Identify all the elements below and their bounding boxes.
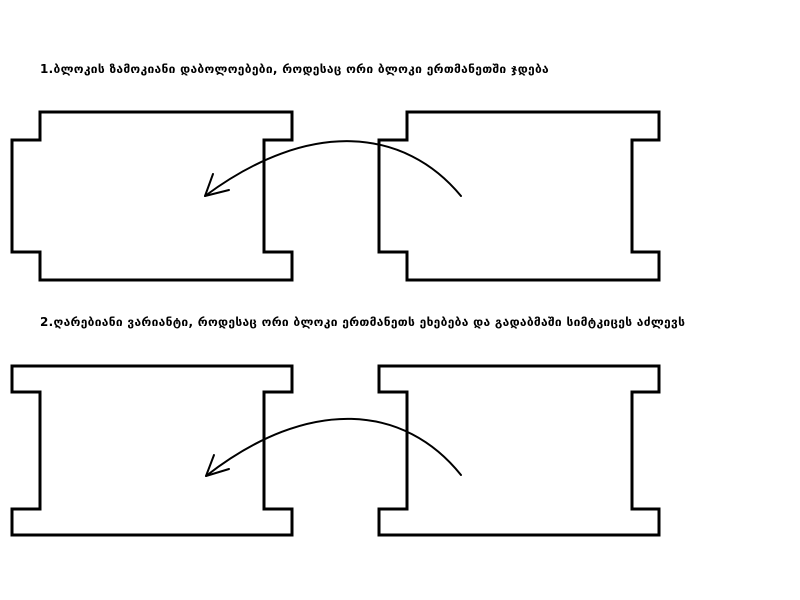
- diagram-2-left-block: [10, 364, 294, 537]
- diagram-1-caption: 1.ბლოკის ზამოკიანი დაბოლოებები, როდესაც …: [40, 62, 549, 76]
- diagram-2-arrow: [205, 417, 462, 477]
- diagram-1-left-block: [10, 110, 294, 282]
- diagram-1: [10, 110, 661, 282]
- diagram-2-right-block: [377, 364, 661, 537]
- diagram-1-arrow: [204, 140, 462, 197]
- diagram-1-arrow-curve: [204, 140, 462, 197]
- diagram-2-arrowhead: [205, 454, 230, 477]
- diagram-2-caption: 2.ღარებიანი ვარიანტი, როდესაც ორი ბლოკი …: [40, 315, 686, 329]
- diagram-2-arrow-curve: [205, 417, 462, 477]
- diagram-1-right-block: [377, 110, 661, 282]
- diagram-1-arrowhead: [204, 173, 230, 197]
- diagram-2: [10, 364, 661, 537]
